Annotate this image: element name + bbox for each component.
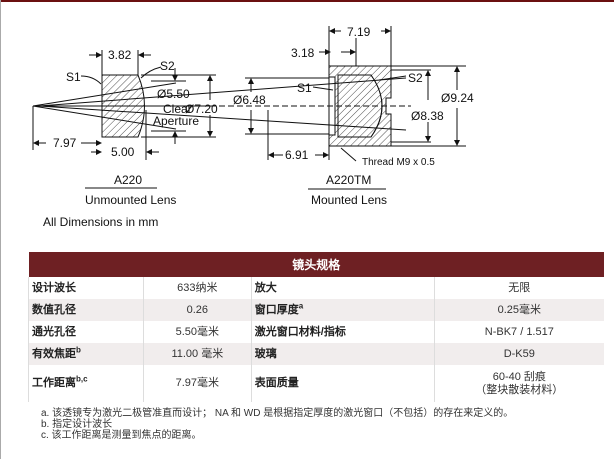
dim-outer-diameter: Ø7.20: [185, 102, 218, 116]
spec-value: 7.97毫米: [142, 365, 252, 402]
spec-value: D-K59: [433, 343, 604, 365]
dim-mount-offset: 3.18: [291, 46, 315, 60]
part-number-a220: A220: [114, 173, 142, 187]
dim-mount-outer-diameter: Ø9.24: [441, 91, 474, 105]
footnote-b: b. 指定设计波长: [41, 419, 113, 430]
spec-value: 5.50毫米: [142, 321, 252, 343]
lens-specs-table: 镜头规格 设计波长 633纳米 放大 无限 数值孔径 0.26 窗口厚度a 0.…: [28, 252, 604, 402]
label-mounted-s1: S1: [297, 81, 312, 95]
table-title: 镜头规格: [28, 252, 604, 277]
caption-unmounted: Unmounted Lens: [85, 193, 176, 207]
table-row: 设计波长 633纳米 放大 无限: [28, 277, 604, 299]
spec-value: 0.25毫米: [433, 299, 604, 321]
dim-clear-aperture: Ø5.50: [157, 87, 190, 101]
dimensions-note: All Dimensions in mm: [43, 215, 158, 229]
lens-drawing: 3.82 S1 S2 Ø5.50 Clear Aperture Ø7.20 7.…: [32, 25, 474, 229]
dim-working-distance: 7.97: [53, 136, 77, 150]
footnote-ref: b,c: [76, 374, 88, 384]
spec-value: 0.26: [142, 299, 252, 321]
spec-label: 表面质量: [250, 365, 435, 402]
top-border: [1, 0, 614, 2]
label-aperture: Aperture: [153, 114, 199, 128]
footnote-a: a. 该透镜专为激光二极管准直而设计； NA 和 WD 是根据指定厚度的激光窗口…: [41, 408, 514, 419]
spec-label: 通光孔径: [28, 321, 144, 343]
mounted-lens-diagram: [38, 26, 466, 190]
part-number-a220tm: A220TM: [326, 173, 371, 187]
dim-mounted-working-distance: 6.91: [285, 148, 309, 162]
caption-mounted: Mounted Lens: [311, 193, 387, 207]
label-mounted-s2: S2: [408, 71, 423, 85]
spec-value: 无限: [433, 277, 604, 299]
dim-mount-length: 7.19: [347, 25, 371, 39]
dim-center-thickness: 5.00: [111, 145, 135, 159]
label-s2: S2: [160, 59, 175, 73]
footnotes: a. 该透镜专为激光二极管准直而设计； NA 和 WD 是根据指定厚度的激光窗口…: [41, 408, 513, 441]
table-row: 数值孔径 0.26 窗口厚度a 0.25毫米: [28, 299, 604, 321]
thread-spec: Thread M9 x 0.5: [362, 157, 435, 168]
spec-label: 窗口厚度a: [250, 299, 435, 321]
dim-beam-diameter: Ø6.48: [233, 93, 266, 107]
spec-value: 11.00 毫米: [142, 343, 252, 365]
spec-label: 数值孔径: [28, 299, 144, 321]
table-row: 通光孔径 5.50毫米 激光窗口材料/指标 N-BK7 / 1.517: [28, 321, 604, 343]
spec-value: 633纳米: [142, 277, 252, 299]
table-row: 工作距离b,c 7.97毫米 表面质量 60-40 刮痕（整块散装材料）: [28, 365, 604, 402]
dim-inner-diameter: Ø8.38: [411, 109, 444, 123]
table-row: 有效焦距b 11.00 毫米 玻璃 D-K59: [28, 343, 604, 365]
footnote-ref: b: [76, 344, 81, 354]
spec-value: 60-40 刮痕（整块散装材料）: [433, 365, 604, 402]
footnote-ref: a: [298, 300, 304, 310]
spec-label: 激光窗口材料/指标: [250, 321, 435, 343]
spec-label: 工作距离b,c: [28, 365, 144, 402]
spec-label: 放大: [250, 277, 435, 299]
spec-value: N-BK7 / 1.517: [433, 321, 604, 343]
spec-label: 有效焦距b: [28, 343, 144, 365]
dim-thickness-edge: 3.82: [108, 48, 132, 62]
spec-label: 设计波长: [28, 277, 144, 299]
spec-label: 玻璃: [250, 343, 435, 365]
label-s1: S1: [66, 70, 81, 84]
footnote-c: c. 该工作距离是测量到焦点的距离。: [41, 430, 202, 441]
